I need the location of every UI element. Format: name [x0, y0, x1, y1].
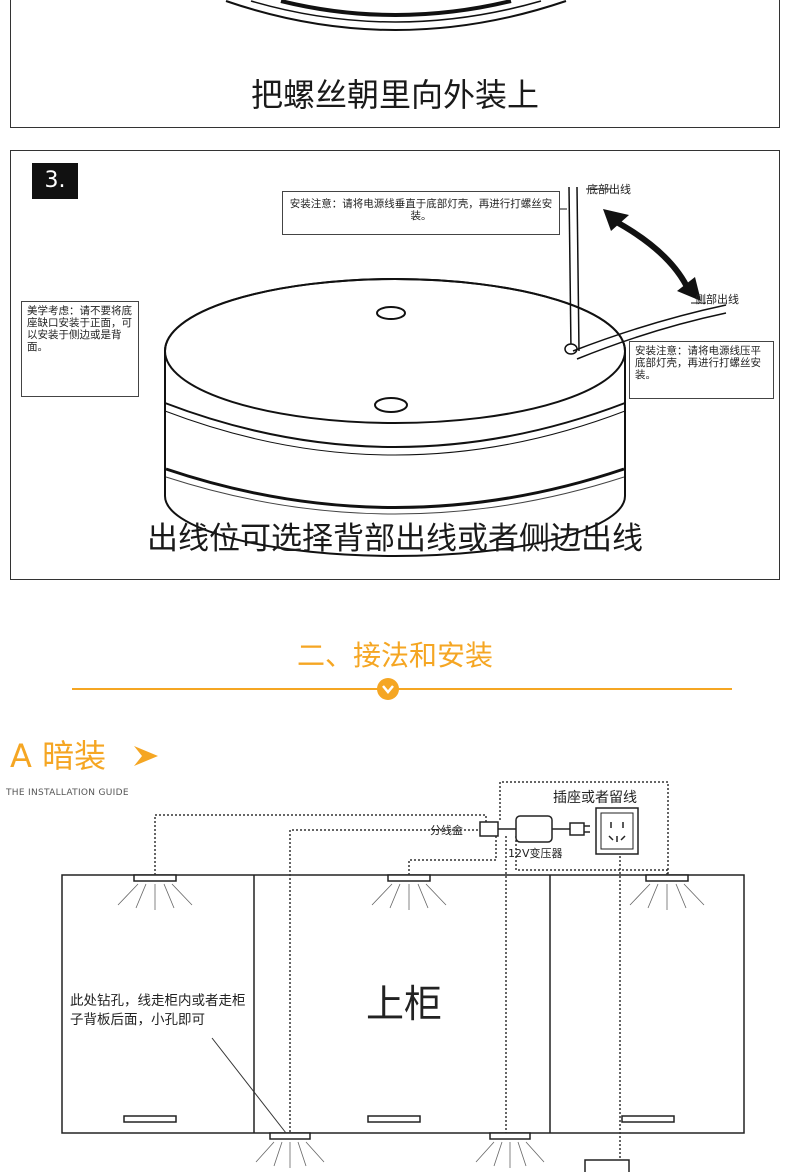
label-side-outlet: 侧部出线	[695, 293, 739, 306]
step-number-badge: 3.	[32, 163, 78, 199]
transformer-label: 12V变压器	[508, 847, 563, 860]
note-aesthetic: 美学考虑：请不要将底座缺口安装于正面，可以安装于侧边或是背面。	[21, 301, 139, 397]
step-2-caption: 把螺丝朝里向外装上	[250, 76, 539, 114]
note-flat-wire: 安装注意：请将电源线压平底部灯壳，再进行打螺丝安装。	[629, 341, 774, 399]
section-divider	[72, 688, 732, 690]
step-3-panel: 3. 安装注意：请将电源线垂直于底部灯壳，再进行打	[10, 150, 780, 580]
chevron-down-icon	[377, 678, 399, 700]
subsection-subtitle: THE INSTALLATION GUIDE	[6, 788, 129, 798]
section-title: 二、接法和安装	[296, 639, 493, 672]
lamp-base-illustration	[164, 186, 727, 557]
socket-label: 插座或者留线	[553, 790, 637, 806]
label-bottom-outlet: 底部出线	[587, 183, 631, 196]
lamp-illustration-top	[225, 0, 567, 31]
step-2-panel: 把螺丝朝里向外装上	[10, 0, 780, 128]
drill-note: 此处钻孔，线走柜内或者走柜子背板后面，小孔即可	[70, 993, 246, 1028]
cabinet-label: 上柜	[366, 982, 443, 1026]
step-3-caption: 出线位可选择背部出线或者侧边出线	[147, 521, 643, 557]
subsection-title: A 暗装	[10, 737, 107, 775]
junction-box-label: 分线盒	[430, 824, 463, 837]
arrow-right-icon	[132, 742, 160, 770]
note-vertical-wire: 安装注意：请将电源线垂直于底部灯壳，再进行打螺丝安装。	[282, 191, 560, 235]
